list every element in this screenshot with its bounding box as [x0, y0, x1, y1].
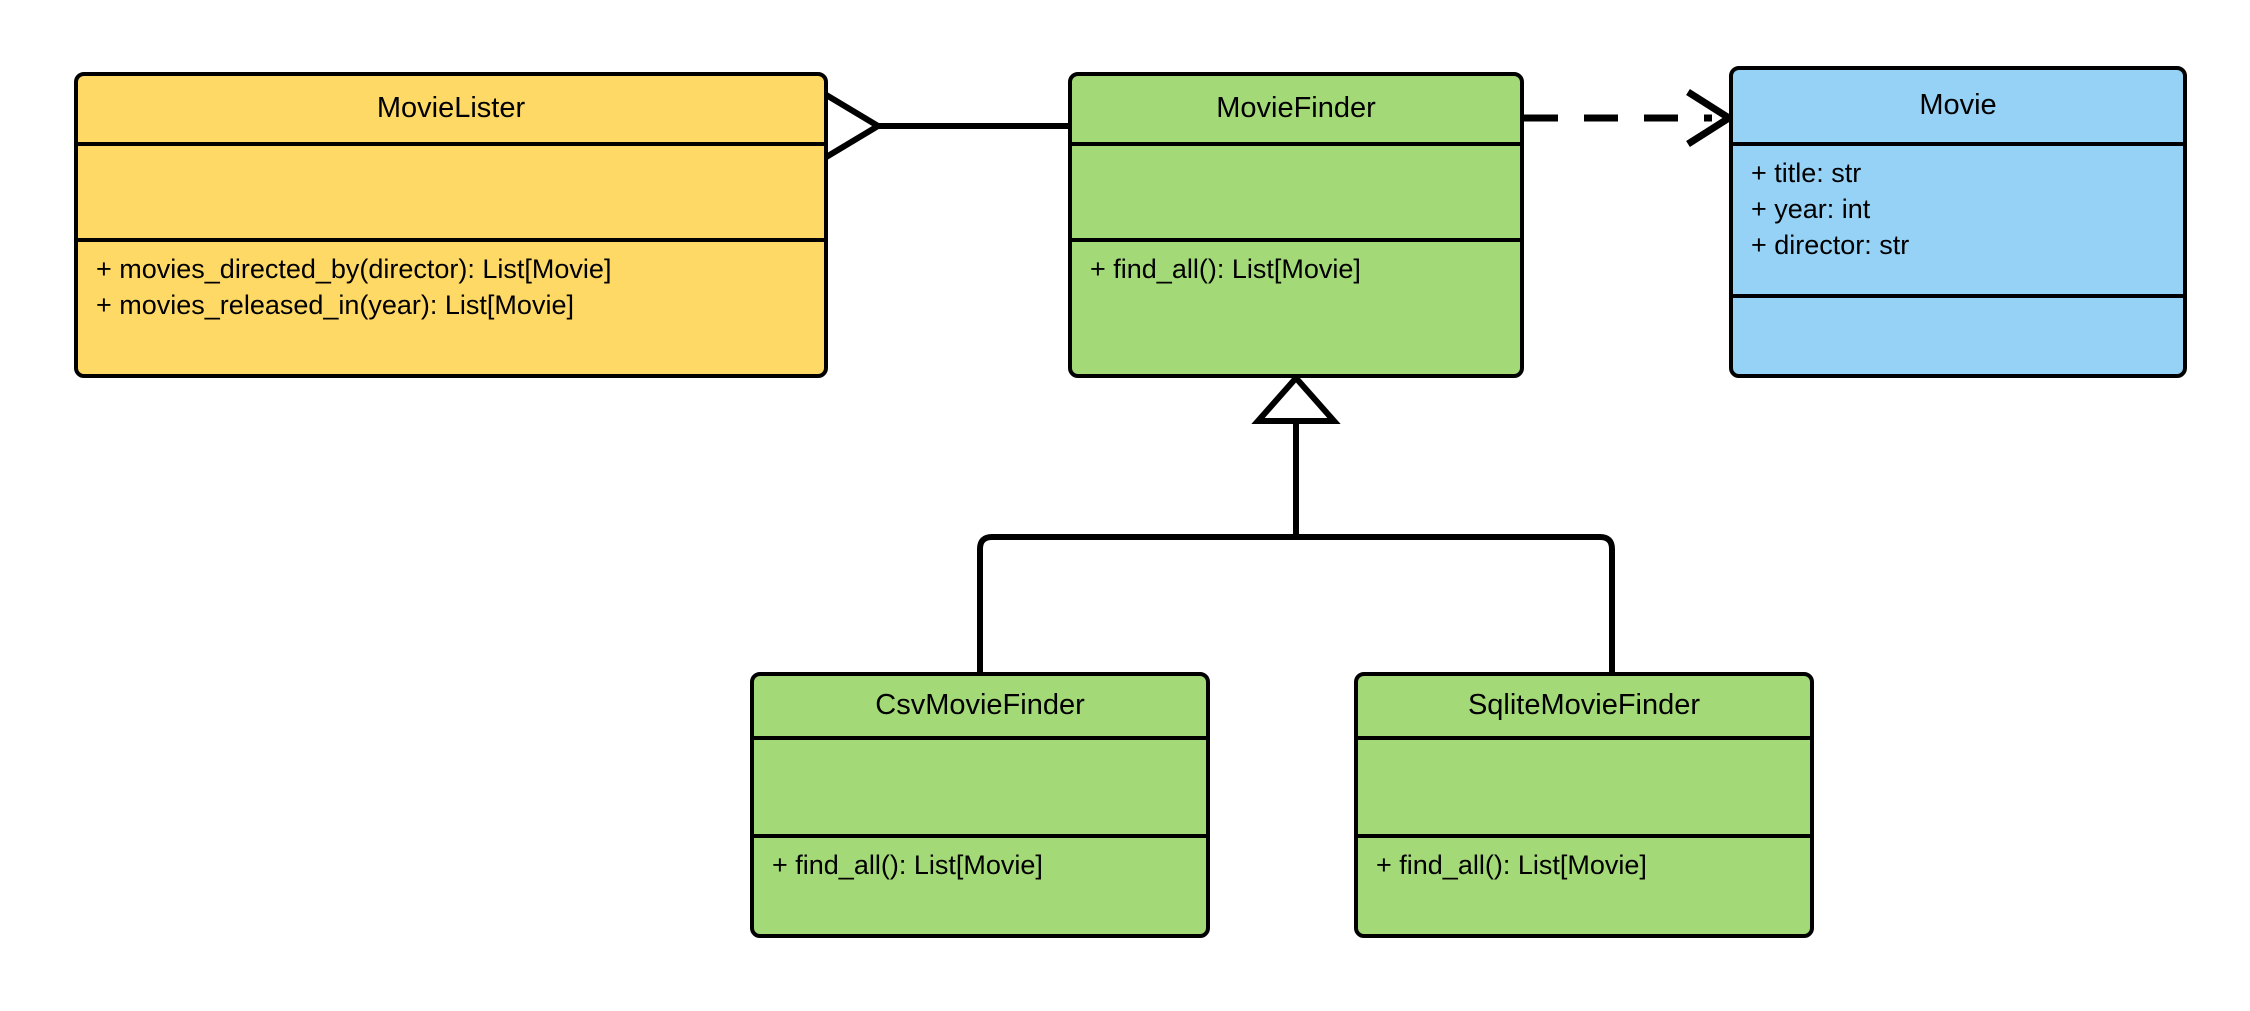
relationship-generalization-to-moviefinder[interactable]	[977, 373, 1615, 672]
class-attributes-compartment	[754, 740, 1206, 838]
method-list: + find_all(): List[Movie]	[1358, 838, 1810, 884]
class-attributes-compartment	[1072, 146, 1520, 242]
class-methods-compartment: + movies_directed_by(director): List[Mov…	[78, 242, 824, 374]
uml-class-movielister[interactable]: MovieLister + movies_directed_by(directo…	[74, 72, 828, 378]
class-name-compartment: MovieLister	[78, 76, 824, 146]
method-list: + find_all(): List[Movie]	[754, 838, 1206, 884]
uml-class-moviefinder[interactable]: MovieFinder + find_all(): List[Movie]	[1068, 72, 1524, 378]
method-list	[1733, 298, 2183, 308]
class-methods-compartment: + find_all(): List[Movie]	[1358, 838, 1810, 934]
attribute-list	[754, 740, 1206, 750]
method-row: + movies_directed_by(director): List[Mov…	[96, 254, 612, 284]
class-name-compartment: CsvMovieFinder	[754, 676, 1206, 740]
class-title: SqliteMovieFinder	[1467, 689, 1701, 722]
class-methods-compartment: + find_all(): List[Movie]	[754, 838, 1206, 934]
class-title: Movie	[1919, 89, 1997, 122]
class-name-compartment: Movie	[1733, 70, 2183, 146]
attribute-list	[1072, 146, 1520, 156]
method-list: + find_all(): List[Movie]	[1072, 242, 1520, 288]
attribute-row: + year: int	[1751, 193, 1871, 224]
hollow-triangle-icon	[1251, 373, 1341, 424]
uml-class-movie[interactable]: Movie + title: str + year: int + directo…	[1729, 66, 2187, 378]
class-title: CsvMovieFinder	[875, 689, 1085, 722]
method-row: + find_all(): List[Movie]	[772, 850, 1043, 880]
method-row: + find_all(): List[Movie]	[1376, 850, 1647, 880]
uml-class-csvmoviefinder[interactable]: CsvMovieFinder + find_all(): List[Movie]	[750, 672, 1210, 938]
class-methods-compartment	[1733, 298, 2183, 374]
class-title: MovieLister	[376, 92, 526, 125]
method-row: + movies_released_in(year): List[Movie]	[96, 289, 574, 320]
attribute-list	[78, 146, 824, 156]
attribute-row: + title: str	[1751, 158, 1862, 188]
attribute-list: + title: str + year: int + director: str	[1733, 146, 2183, 264]
class-methods-compartment: + find_all(): List[Movie]	[1072, 242, 1520, 374]
method-list: + movies_directed_by(director): List[Mov…	[78, 242, 824, 324]
class-name-compartment: SqliteMovieFinder	[1358, 676, 1810, 740]
method-row: + find_all(): List[Movie]	[1090, 254, 1361, 284]
class-title: MovieFinder	[1216, 92, 1376, 125]
attribute-row: + director: str	[1751, 229, 1910, 260]
generalization-branch	[977, 534, 1615, 672]
uml-class-sqlitemoviefinder[interactable]: SqliteMovieFinder + find_all(): List[Mov…	[1354, 672, 1814, 938]
class-attributes-compartment	[1358, 740, 1810, 838]
attribute-list	[1358, 740, 1810, 750]
class-attributes-compartment: + title: str + year: int + director: str	[1733, 146, 2183, 298]
relationship-dependency-moviefinder-movie[interactable]	[1524, 89, 1736, 147]
class-name-compartment: MovieFinder	[1072, 76, 1520, 146]
class-attributes-compartment	[78, 146, 824, 242]
